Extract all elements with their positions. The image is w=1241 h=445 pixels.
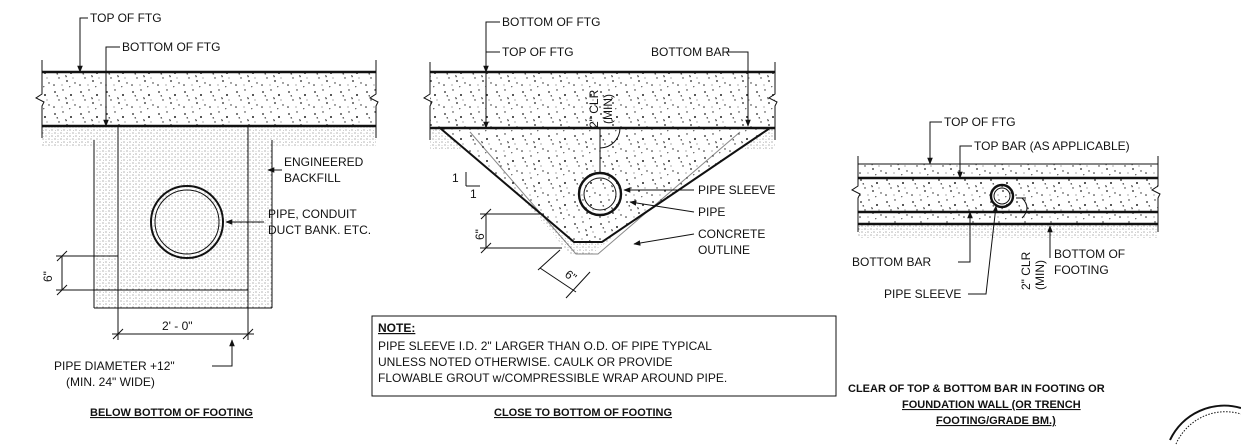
label-concrete-1: CONCRETE (698, 227, 765, 241)
label-pipe-conduit-2: DUCT BANK. ETC. (268, 223, 371, 237)
label-bottom-bar-b: BOTTOM BAR (651, 45, 730, 59)
label-clr-b-2: (MIN) (601, 94, 615, 124)
label-clr-c-2: (MIN) (1033, 260, 1047, 290)
label-top-of-ftg-b: TOP OF FTG (502, 45, 574, 59)
label-bottom-bar-c: BOTTOM BAR (852, 255, 931, 269)
title-c-line-3: FOOTING/GRADE BM.) (936, 415, 1056, 427)
title-close-to-bottom-of-footing: CLOSE TO BOTTOM OF FOOTING (494, 407, 672, 419)
footing-concrete-c (858, 164, 1158, 224)
dim-6-a: 6" (41, 271, 55, 282)
label-slope-v: 1 (452, 171, 459, 185)
footing-concrete-b (430, 72, 775, 128)
label-pipe-diameter-2: (MIN. 24" WIDE) (66, 375, 155, 389)
pipe-circle (150, 185, 224, 259)
label-pipe-sleeve-b: PIPE SLEEVE (698, 183, 775, 197)
label-pipe-conduit-1: PIPE, CONDUIT (268, 207, 357, 221)
label-bottom-of-ftg-b: BOTTOM OF FTG (502, 15, 600, 29)
label-pipe-sleeve-c: PIPE SLEEVE (884, 287, 961, 301)
label-engineered-1: ENGINEERED (284, 155, 364, 169)
title-c-line-1: CLEAR OF TOP & BOTTOM BAR IN FOOTING OR (848, 383, 1105, 395)
note-heading: NOTE: (378, 321, 415, 335)
label-engineered-2: BACKFILL (284, 171, 341, 185)
label-clr-c-1: 2" CLR (1019, 251, 1033, 290)
title-c-line-2: FOUNDATION WALL (OR TRENCH (902, 399, 1081, 411)
label-pipe-b: PIPE (698, 205, 725, 219)
label-pipe-diameter-1: PIPE DIAMETER +12" (54, 359, 175, 373)
native-soil-c (858, 224, 1158, 238)
label-slope-h: 1 (470, 187, 477, 201)
label-bottom-of-1: BOTTOM OF (1054, 247, 1125, 261)
label-top-of-ftg-c: TOP OF FTG (944, 115, 1016, 129)
label-top-bar-c: TOP BAR (AS APPLICABLE) (974, 139, 1130, 153)
break-line-right (369, 60, 379, 138)
label-clr-b-1: 2" CLR (587, 89, 601, 128)
note-line-2: UNLESS NOTED OTHERWISE. CAULK OR PROVIDE (378, 355, 673, 369)
label-bottom-of-ftg-a: BOTTOM OF FTG (122, 40, 220, 54)
seal-stamp-edge (1169, 404, 1241, 441)
break-line-left (35, 60, 45, 138)
pipe-sleeve-circle-c (989, 183, 1015, 209)
dim-2-0: 2' - 0" (162, 319, 193, 333)
engineered-backfill (94, 140, 272, 308)
detail-clear-of-top-bottom-bar: TOP OF FTG TOP BAR (AS APPLICABLE) BOTTO… (848, 115, 1241, 445)
label-bottom-of-2: FOOTING (1054, 263, 1109, 277)
label-concrete-2: OUTLINE (698, 243, 750, 257)
detail-close-to-bottom-of-footing: BOTTOM OF FTG TOP OF FTG BOTTOM BAR 2" C… (371, 15, 837, 419)
note-line-1: PIPE SLEEVE I.D. 2" LARGER THAN O.D. OF … (378, 339, 712, 353)
dim-6-b-bottom: 6" (562, 267, 579, 285)
note-box (371, 315, 837, 397)
title-below-bottom-of-footing: BELOW BOTTOM OF FOOTING (90, 407, 253, 419)
detail-below-bottom-of-footing: TOP OF FTG BOTTOM OF FTG ENGINEERED BACK… (35, 11, 379, 419)
note-line-3: FLOWABLE GROUT w/COMPRESSIBLE WRAP AROUN… (378, 371, 727, 385)
concrete-wedge (440, 128, 770, 242)
footing-concrete (42, 72, 376, 126)
label-top-of-ftg-a: TOP OF FTG (90, 11, 162, 25)
dim-6-b-left: 6" (473, 229, 487, 240)
